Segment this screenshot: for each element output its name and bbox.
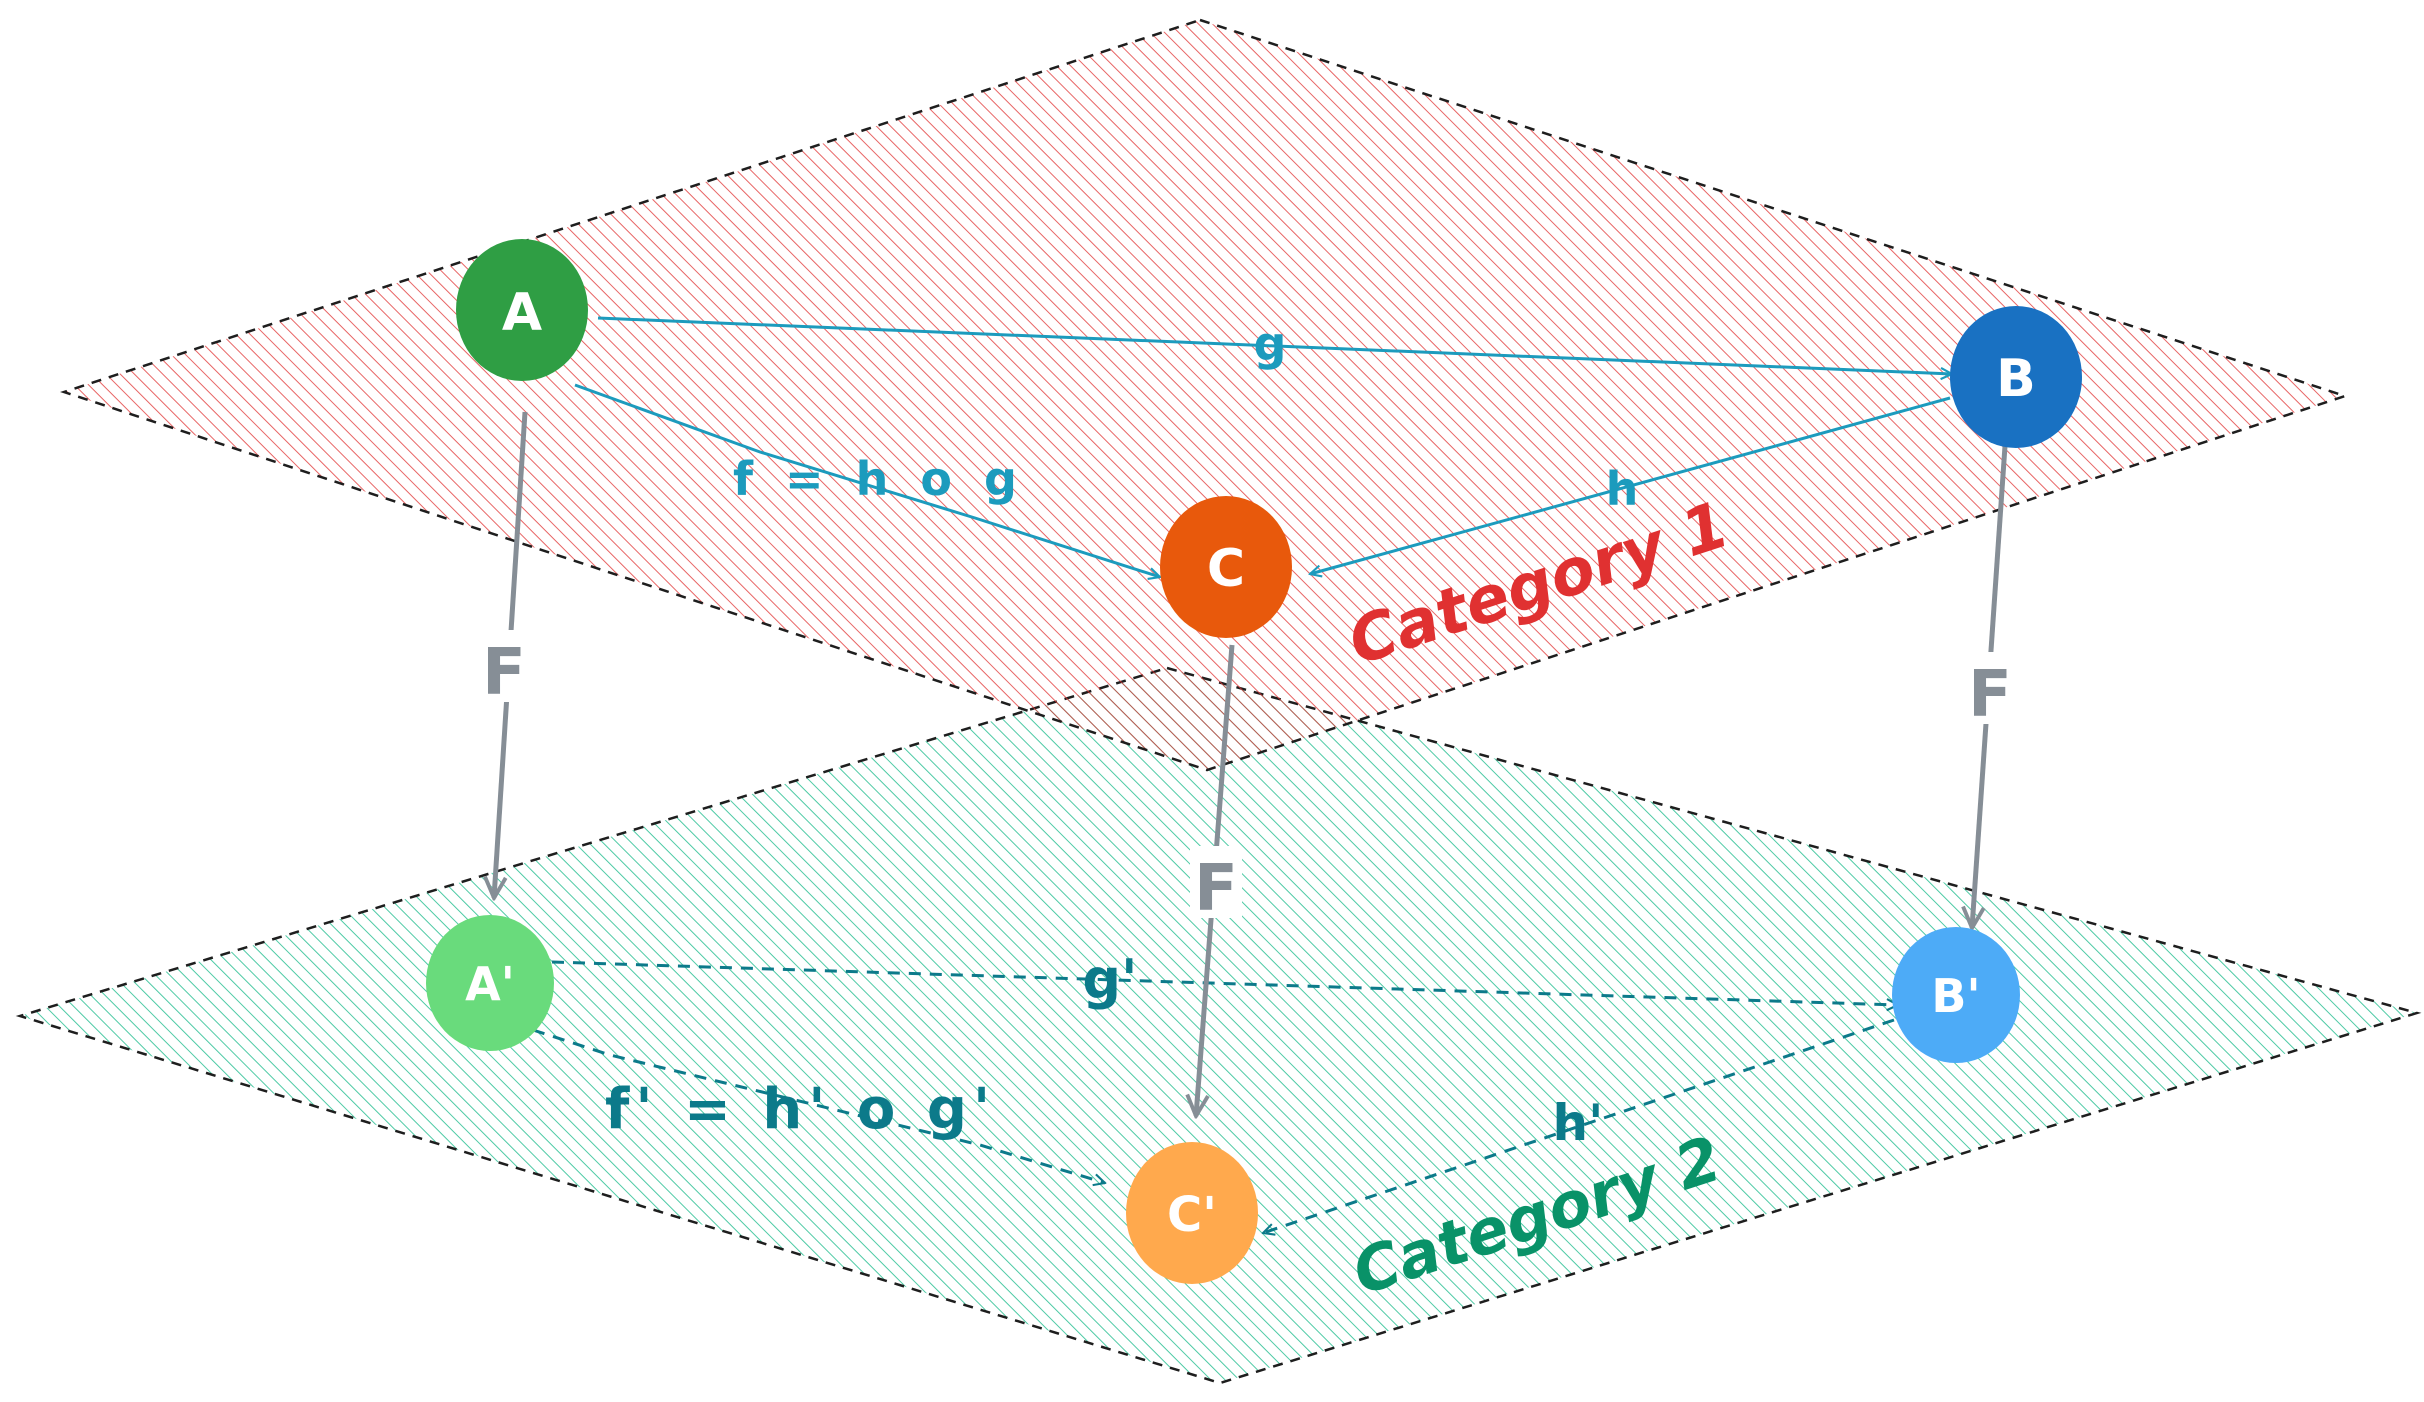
category-1-morphisms [574, 316, 1952, 577]
node-C-label: C [1207, 539, 1245, 599]
functor-labels: F F F [478, 630, 2015, 926]
node-C-prime: C' [1126, 1142, 1258, 1284]
node-B-label: B [1996, 349, 2036, 409]
edge-label-h: h [1606, 462, 1639, 516]
edge-label-f-prime: f' = h' o g' [605, 1077, 996, 1142]
node-A: A [456, 239, 588, 381]
edge-label-h-prime: h' [1553, 1094, 1604, 1152]
category-2-edge-labels: g' f' = h' o g' h' [605, 948, 1603, 1152]
node-C-prime-label: C' [1167, 1187, 1217, 1243]
morphism-h-prime-arrow [1263, 1018, 1895, 1233]
node-C-prime-circle [1126, 1142, 1258, 1284]
node-A-prime-label: A' [465, 957, 515, 1011]
edge-label-g: g [1254, 317, 1287, 371]
morphism-f-prime-arrow [532, 1028, 1105, 1183]
node-A-prime-circle [426, 915, 554, 1051]
node-B: B [1950, 306, 2082, 448]
functor-label-C: F [1194, 852, 1238, 926]
node-A-label: A [502, 283, 542, 343]
category-1-plane [60, 18, 2350, 772]
node-C: C [1160, 496, 1292, 638]
node-C-circle [1160, 496, 1292, 638]
node-A-prime: A' [426, 915, 554, 1051]
category-1-edge-labels: g f = h o g h [733, 317, 1638, 516]
functor-label-B: F [1968, 658, 2012, 732]
edge-label-g-prime: g' [1082, 948, 1137, 1011]
morphism-g-prime-arrow [551, 960, 1898, 1005]
node-A-circle [456, 239, 588, 381]
category-2-morphisms [532, 960, 1898, 1233]
functor-label-A: F [482, 636, 526, 710]
morphism-h-arrow [1310, 396, 1951, 574]
node-B-circle [1950, 306, 2082, 448]
edge-label-f: f = h o g [733, 452, 1025, 506]
node-B-prime-label: B' [1931, 969, 1980, 1023]
node-B-prime: B' [1892, 927, 2020, 1063]
morphism-g-arrow [597, 316, 1952, 374]
category-2-plane [15, 666, 2422, 1385]
node-B-prime-circle [1892, 927, 2020, 1063]
morphism-f-arrow [574, 383, 1160, 577]
